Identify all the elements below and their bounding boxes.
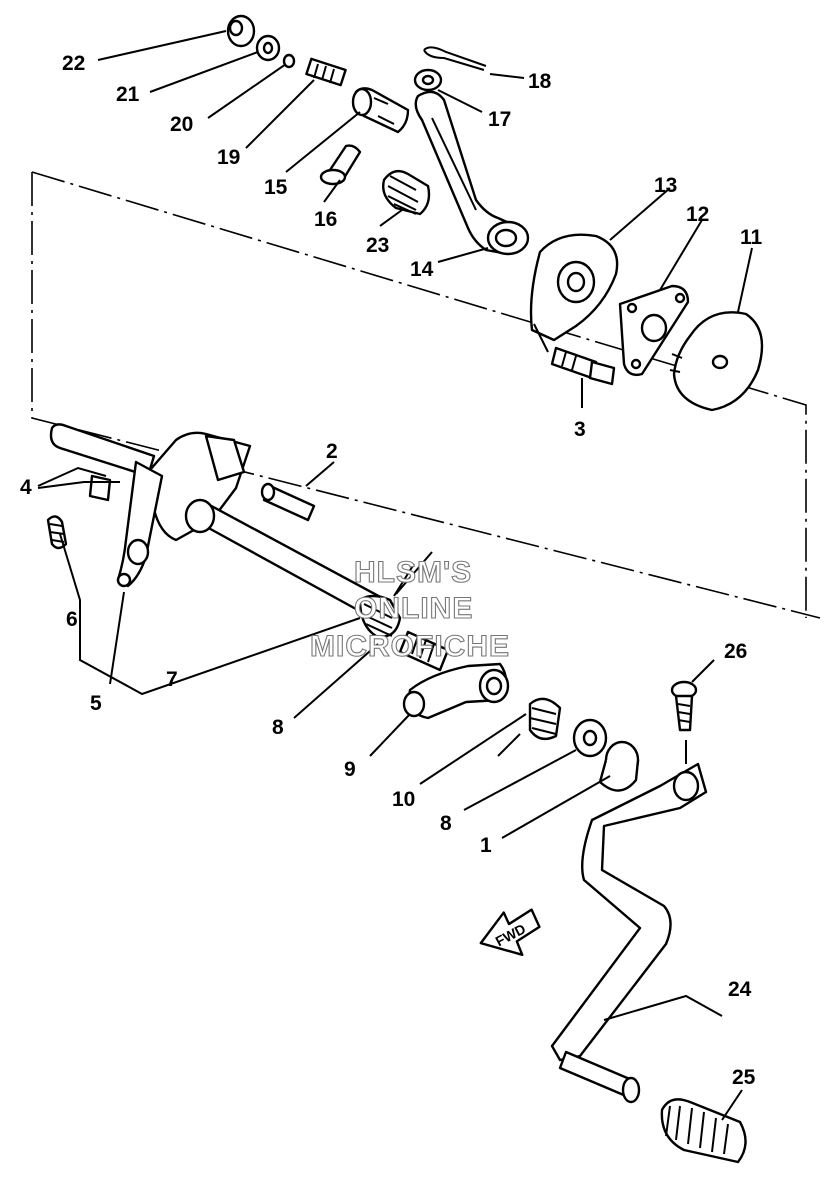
callout-17: 17 [488,108,511,131]
callout-2: 2 [326,440,338,463]
callout-21: 21 [116,83,140,106]
part-2-pin [260,482,316,522]
watermark-line-1: HLSM'S [354,556,472,589]
part-9-arm [402,662,510,720]
callout-5: 5 [90,692,102,715]
part-10-spring [497,697,562,757]
part-23-spring [382,169,431,216]
part-7-shift-shaft-assembly [148,431,388,622]
part-13-stopper-plate [529,233,619,353]
callout-11: 11 [740,226,763,249]
spline-end [398,630,450,672]
watermark: HLSM'S ONLINE MICROFICHE [309,555,510,663]
callout-22: 22 [62,52,85,75]
callout-16: 16 [314,208,337,231]
part-12-plate [618,284,690,377]
part-15-clevis [351,87,410,134]
part-16-pin [319,144,362,186]
part-18-cotter-pin [423,46,487,71]
part-11-cover [669,311,764,412]
part-24-shift-pedal [550,762,708,1104]
callout-8-upper: 8 [272,716,284,739]
callout-9: 9 [344,758,356,781]
part-19-bolt [305,57,347,87]
watermark-line-3: MICROFICHE [310,630,510,663]
part-26-bolt [670,680,698,732]
part-1-collar [598,740,640,792]
callout-10: 10 [392,788,415,811]
fwd-arrow-icon: FWD [479,908,541,957]
part-25-rubber [660,1098,747,1164]
part-8-washer [572,718,608,758]
watermark-line-2: ONLINE [354,592,473,625]
part-5-lever [116,460,164,588]
part-17-washer [413,68,443,92]
callout-24: 24 [728,978,752,1001]
callout-19: 19 [217,146,240,169]
assembly-lines [31,171,821,619]
callout-20: 20 [170,113,193,136]
callout-7: 7 [166,668,178,691]
callout-25: 25 [732,1066,756,1089]
part-8-spring-on-shaft [358,551,433,638]
part-3-stud-bolt [550,346,616,386]
part-22-nut [226,14,256,48]
callout-15: 15 [264,176,288,199]
callout-18: 18 [528,70,552,93]
callout-6: 6 [66,608,78,631]
part-14-shift-arm [414,90,530,256]
leader-lines [37,30,753,1121]
callout-12: 12 [686,203,709,226]
part-21-washer [255,34,281,62]
callout-13: 13 [654,174,677,197]
callout-labels: 22 21 20 19 18 17 15 16 23 14 13 12 11 3… [20,52,763,1089]
callout-26: 26 [724,640,747,663]
callout-3: 3 [574,418,586,441]
callout-14: 14 [410,258,434,281]
callout-23: 23 [366,234,389,257]
callout-8-lower: 8 [440,812,452,835]
callout-4: 4 [20,476,32,499]
callout-1: 1 [480,834,492,857]
part-20-o-ring [282,53,296,69]
